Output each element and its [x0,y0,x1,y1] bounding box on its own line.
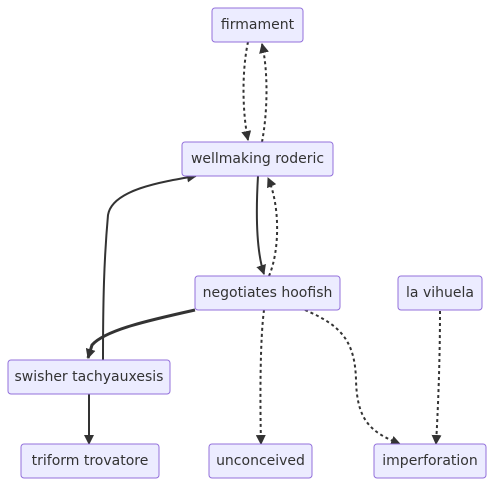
edges [84,41,442,446]
edge-negotiates-hoofish-to-wellmaking-roderic [267,177,279,277]
node-la-vihuela[interactable]: la vihuela [397,275,483,311]
edge-swisher-tachyauxesis-to-wellmaking-roderic [102,172,197,361]
node-wellmaking-roderic[interactable]: wellmaking roderic [181,141,334,177]
edge-la-vihuela-to-imperforation [431,310,442,445]
edge-negotiates-hoofish-to-unconceived [255,309,266,445]
node-label: la vihuela [406,285,474,301]
node-label: swisher tachyauxesis [15,369,164,385]
edge-negotiates-hoofish-to-imperforation [304,309,401,446]
edge-firmament-to-wellmaking-roderic [241,41,252,141]
node-negotiates-hoofish[interactable]: negotiates hoofish [194,275,341,311]
node-firmament[interactable]: firmament [211,7,304,43]
node-label: wellmaking roderic [191,151,324,167]
node-label: triform trovatore [32,453,149,469]
node-imperforation[interactable]: imperforation [373,443,487,479]
edge-wellmaking-roderic-to-firmament [259,43,269,143]
node-triform-trovatore[interactable]: triform trovatore [20,443,160,479]
node-label: unconceived [216,453,305,469]
node-unconceived[interactable]: unconceived [208,443,313,479]
edge-negotiates-hoofish-to-swisher-tachyauxesis [85,308,196,359]
node-label: imperforation [382,453,477,469]
node-swisher-tachyauxesis[interactable]: swisher tachyauxesis [7,359,171,395]
node-label: firmament [221,17,295,33]
node-label: negotiates hoofish [203,285,333,301]
edge-wellmaking-roderic-to-negotiates-hoofish [255,175,266,275]
